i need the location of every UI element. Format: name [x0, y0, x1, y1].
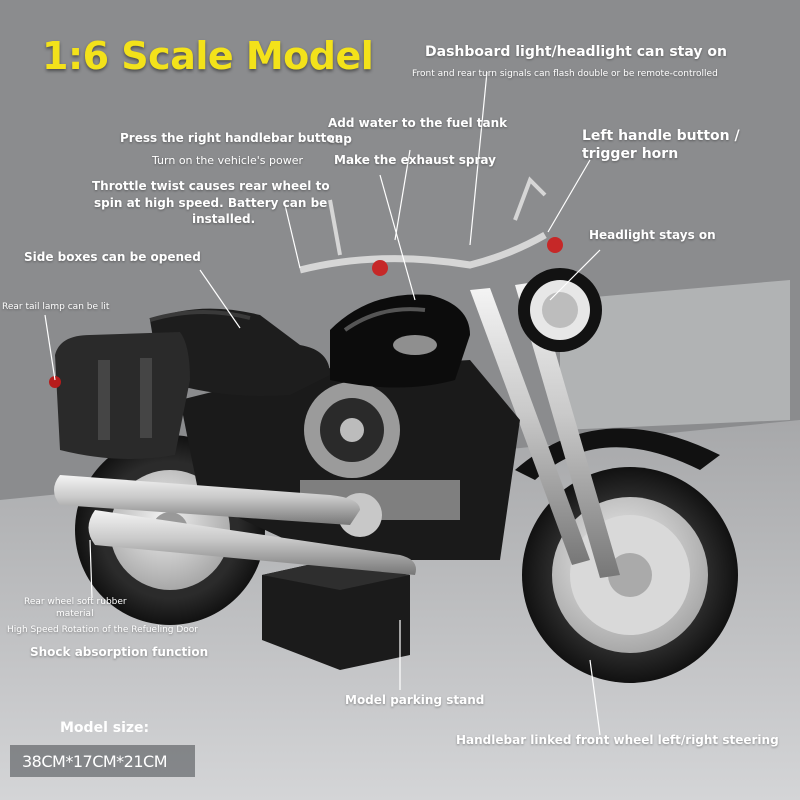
callout-throttle-line3: installed.	[192, 212, 256, 226]
callout-refueling-door: High Speed Rotation of the Refueling Doo…	[7, 625, 199, 635]
callout-vehicle-power: Turn on the vehicle's power	[152, 154, 303, 167]
callout-throttle-line1: Throttle twist causes rear wheel to	[92, 179, 330, 193]
callout-right-handlebar: Press the right handlebar button	[120, 131, 344, 145]
callout-fuel-tank-line2: cap	[328, 132, 352, 146]
callout-parking-stand: Model parking stand	[345, 693, 485, 707]
callout-left-handle-line1: Left handle button /	[582, 128, 740, 144]
page-title: 1:6 Scale Model	[42, 34, 374, 78]
callout-left-handle-line2: trigger horn	[582, 146, 679, 162]
callout-dashboard-light: Dashboard light/headlight can stay on	[425, 44, 727, 60]
callout-rear-wheel-line2: material	[56, 609, 94, 619]
callout-shock-absorption: Shock absorption function	[30, 645, 209, 659]
callout-turn-signals: Front and rear turn signals can flash do…	[412, 69, 718, 79]
callout-side-boxes: Side boxes can be opened	[24, 250, 201, 264]
callout-headlight: Headlight stays on	[589, 228, 716, 242]
model-size-label: Model size:	[60, 720, 150, 736]
callout-exhaust-spray: Make the exhaust spray	[334, 153, 496, 167]
callout-fuel-tank-line1: Add water to the fuel tank	[328, 116, 508, 130]
callout-steering: Handlebar linked front wheel left/right …	[456, 733, 779, 747]
model-size-box	[10, 745, 195, 777]
callout-tail-lamp: Rear tail lamp can be lit	[2, 302, 110, 312]
model-size-value: 38CM*17CM*21CM	[22, 752, 168, 771]
callout-throttle-line2: spin at high speed. Battery can be	[94, 196, 328, 210]
callout-rear-wheel-line1: Rear wheel soft rubber	[24, 597, 127, 607]
